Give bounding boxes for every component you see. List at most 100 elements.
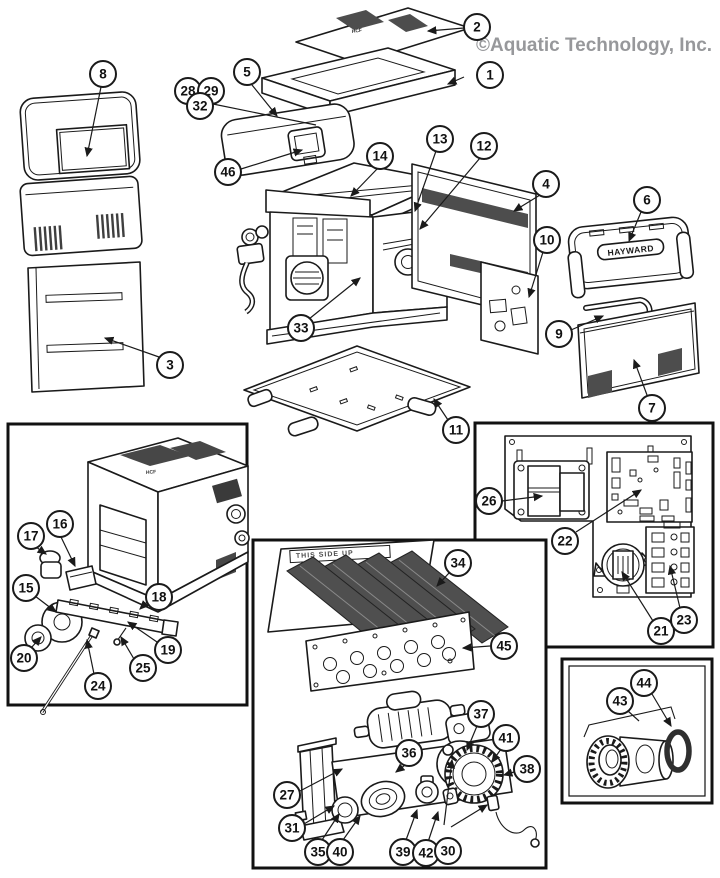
sensor-bracket: [442, 787, 459, 806]
box-burner-assembly: HCF: [6, 422, 250, 715]
svg-text:39: 39: [395, 845, 410, 860]
svg-text:12: 12: [476, 139, 491, 154]
callout-2: 2: [463, 13, 491, 41]
svg-text:42: 42: [418, 846, 433, 861]
svg-text:37: 37: [473, 707, 488, 722]
svg-text:1: 1: [486, 68, 494, 83]
svg-text:43: 43: [612, 694, 628, 709]
callout-37: 37: [467, 700, 495, 728]
sensor-with-wire: [442, 744, 540, 848]
svg-text:20: 20: [16, 651, 31, 666]
part-top-lid: HCF: [295, 7, 471, 64]
box-heat-exchanger: THIS SIDE UP: [251, 538, 548, 870]
svg-text:26: 26: [481, 494, 497, 509]
svg-text:9: 9: [555, 327, 563, 342]
watermark: ©Aquatic Technology, Inc.: [476, 35, 712, 56]
part-top-frame: [261, 47, 456, 117]
part-terminal-board: [645, 521, 695, 594]
svg-text:3: 3: [166, 358, 174, 373]
svg-text:4: 4: [542, 177, 550, 192]
part-heat-exchanger: THIS SIDE UP: [267, 539, 509, 692]
svg-text:8: 8: [99, 67, 107, 82]
flue-latch: [287, 126, 326, 162]
part-upper-left-panel: [19, 91, 141, 181]
callout-13: 13: [426, 125, 454, 153]
svg-text:16: 16: [52, 517, 68, 532]
callout-17: 17: [17, 522, 45, 550]
box-union-fitting: [560, 657, 714, 805]
callout-23: 23: [670, 606, 698, 634]
part-union: [586, 735, 674, 789]
callout-10: 10: [533, 226, 561, 254]
svg-text:35: 35: [310, 845, 326, 860]
svg-text:41: 41: [498, 731, 514, 746]
svg-text:38: 38: [519, 762, 535, 777]
svg-text:36: 36: [401, 746, 417, 761]
svg-text:11: 11: [449, 423, 464, 438]
svg-text:25: 25: [135, 661, 151, 676]
part-louver-panel: [19, 175, 143, 257]
svg-text:45: 45: [496, 639, 512, 654]
part-front-top-door: HAYWARD: [567, 216, 695, 299]
callout-7: 7: [638, 394, 666, 422]
svg-text:34: 34: [450, 556, 466, 571]
part-control-pcb: [606, 451, 693, 523]
part-tube-sheet: [305, 611, 475, 692]
svg-text:17: 17: [23, 529, 38, 544]
leader-lines: [30, 26, 681, 843]
callout-42: 42: [412, 839, 440, 867]
callout-19: 19: [154, 636, 182, 664]
callout-32: 32: [186, 92, 214, 120]
callout-20: 20: [10, 644, 38, 672]
svg-text:31: 31: [284, 821, 300, 836]
callout-40: 40: [326, 838, 354, 866]
callout-4: 4: [532, 170, 560, 198]
body-blower: [285, 255, 329, 301]
exchanger-plate-label: THIS SIDE UP: [296, 550, 354, 560]
callout-44: 44: [630, 669, 658, 697]
callout-31: 31: [278, 814, 306, 842]
callout-5: 5: [233, 58, 261, 86]
callout-3: 3: [156, 351, 184, 379]
body-gas-valve: [236, 225, 269, 315]
svg-text:19: 19: [160, 643, 175, 658]
callout-43: 43: [606, 687, 634, 715]
callout-22: 22: [551, 527, 579, 555]
unit-top-code-label: HCF: [146, 469, 157, 476]
part-side-panel: [27, 261, 145, 393]
lid-code-label: HCF: [351, 28, 362, 35]
callout-14: 14: [366, 142, 394, 170]
callout-18: 18: [145, 583, 173, 611]
svg-text:22: 22: [557, 534, 572, 549]
svg-text:2: 2: [473, 20, 481, 35]
left-port: [360, 780, 406, 818]
box-electrical-panel: [473, 421, 715, 649]
part-gasket-plate: [65, 565, 97, 591]
callout-15: 15: [12, 574, 40, 602]
svg-text:21: 21: [653, 624, 669, 639]
callout-25: 25: [129, 654, 157, 682]
svg-text:46: 46: [220, 165, 236, 180]
svg-text:6: 6: [643, 193, 651, 208]
svg-text:33: 33: [293, 321, 309, 336]
small-valve: [415, 775, 439, 804]
svg-text:44: 44: [636, 676, 652, 691]
part-control-bracket: [480, 261, 539, 355]
svg-text:14: 14: [372, 149, 388, 164]
callout-38: 38: [513, 755, 541, 783]
callout-30: 30: [434, 837, 462, 865]
callout-16: 16: [46, 510, 74, 538]
part-venturi: [353, 690, 466, 749]
svg-text:30: 30: [440, 844, 455, 859]
svg-text:24: 24: [90, 679, 106, 694]
callout-46: 46: [214, 158, 242, 186]
callout-45: 45: [490, 632, 518, 660]
svg-text:5: 5: [243, 65, 251, 80]
callout-6: 6: [633, 186, 661, 214]
svg-text:18: 18: [151, 590, 167, 605]
part-elbow-fitting: [39, 550, 62, 579]
callout-12: 12: [470, 132, 498, 160]
brand-logo-text: HAYWARD: [607, 243, 654, 258]
